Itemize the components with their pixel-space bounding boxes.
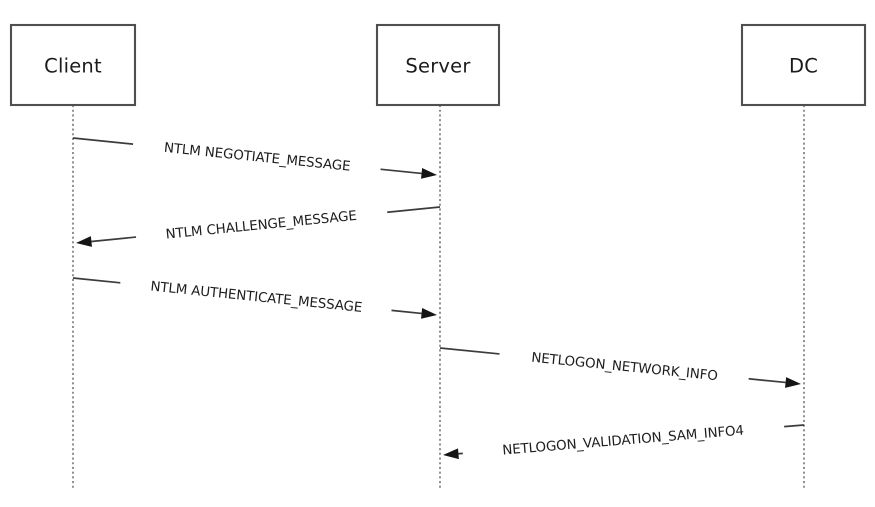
message-line-segment [784, 424, 805, 428]
message-line-segment [439, 347, 500, 355]
message-label: NTLM CHALLENGE_MESSAGE [165, 209, 357, 243]
message-arrowhead-right [785, 377, 801, 388]
message-arrowhead-right [421, 168, 437, 179]
message-5-dc-to-server[interactable]: NETLOGON_VALIDATION_SAM_INFO4 [443, 424, 805, 460]
participant-label-dc: DC [789, 55, 818, 78]
message-line-segment [387, 206, 441, 214]
participant-box-dc [740, 23, 867, 107]
participant-label-client: Client [44, 55, 102, 78]
message-4-server-to-dc[interactable]: NETLOGON_NETWORK_INFO [439, 347, 801, 388]
participant-client[interactable]: Client [9, 23, 137, 107]
message-label: NETLOGON_VALIDATION_SAM_INFO4 [502, 424, 745, 459]
message-line-segment [91, 236, 137, 243]
message-line-segment [72, 137, 134, 145]
participant-box-client [9, 23, 137, 107]
participant-label-server: Server [405, 55, 471, 78]
message-2-server-to-client[interactable]: NTLM CHALLENGE_MESSAGE [76, 206, 441, 247]
message-arrowhead-left [76, 236, 92, 247]
participant-server[interactable]: Server [375, 23, 501, 107]
participant-dc[interactable]: DC [740, 23, 867, 107]
message-1-client-to-server[interactable]: NTLM NEGOTIATE_MESSAGE [72, 137, 437, 179]
message-label: NTLM AUTHENTICATE_MESSAGE [150, 279, 363, 315]
message-line-segment [748, 377, 786, 384]
message-3-client-to-server[interactable]: NTLM AUTHENTICATE_MESSAGE [72, 277, 437, 319]
message-line-segment [380, 168, 422, 175]
message-line-segment [72, 277, 121, 284]
participants-layer: Client Server DC [9, 23, 867, 107]
message-line-segment [391, 309, 422, 315]
participant-box-server [375, 23, 501, 107]
message-arrowhead-right [421, 308, 437, 319]
message-label: NETLOGON_NETWORK_INFO [531, 351, 719, 384]
message-arrowhead-left [443, 448, 459, 460]
messages-layer: NTLM NEGOTIATE_MESSAGE NTLM CHALLENGE_MES… [72, 137, 805, 460]
message-label: NTLM NEGOTIATE_MESSAGE [163, 141, 351, 175]
